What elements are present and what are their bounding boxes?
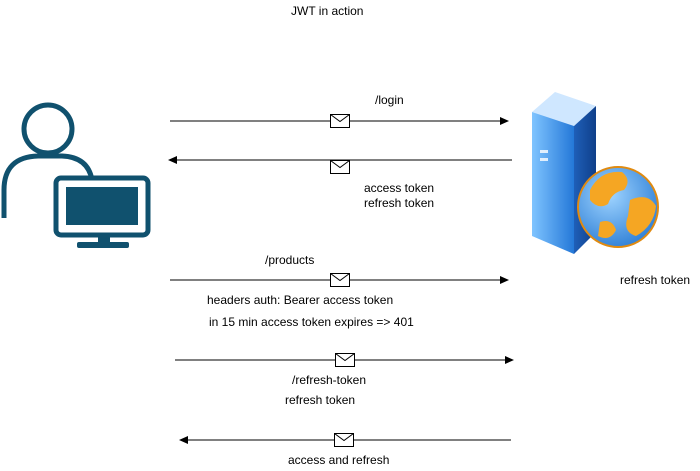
arrowhead-login-response	[168, 156, 177, 164]
server-side-note: refresh token	[620, 273, 691, 287]
login-label: /login	[375, 93, 404, 107]
envelope-icon	[330, 114, 350, 128]
arrowhead-refresh	[505, 356, 514, 364]
web-server-globe-icon	[532, 92, 659, 254]
login-response-line1: access token	[364, 181, 435, 195]
refresh-note: refresh token	[285, 393, 356, 407]
envelope-icon	[334, 433, 354, 447]
user-at-computer-icon	[1, 102, 151, 248]
arrowhead-products	[500, 276, 509, 284]
refresh-response-label: access and refresh	[288, 453, 390, 467]
login-response-line2: refresh token	[364, 196, 435, 210]
envelope-icon	[330, 160, 350, 174]
envelope-icon	[330, 273, 350, 287]
arrowhead-login	[500, 117, 509, 125]
diagram-title: JWT in action	[291, 4, 364, 18]
products-note-expiry: in 15 min access token expires => 401	[209, 315, 414, 329]
products-label: /products	[265, 253, 315, 267]
envelope-icon	[335, 353, 355, 367]
refresh-label: /refresh-token	[292, 373, 367, 387]
arrowhead-refresh-response	[179, 436, 188, 444]
products-note-auth: headers auth: Bearer access token	[207, 293, 394, 307]
